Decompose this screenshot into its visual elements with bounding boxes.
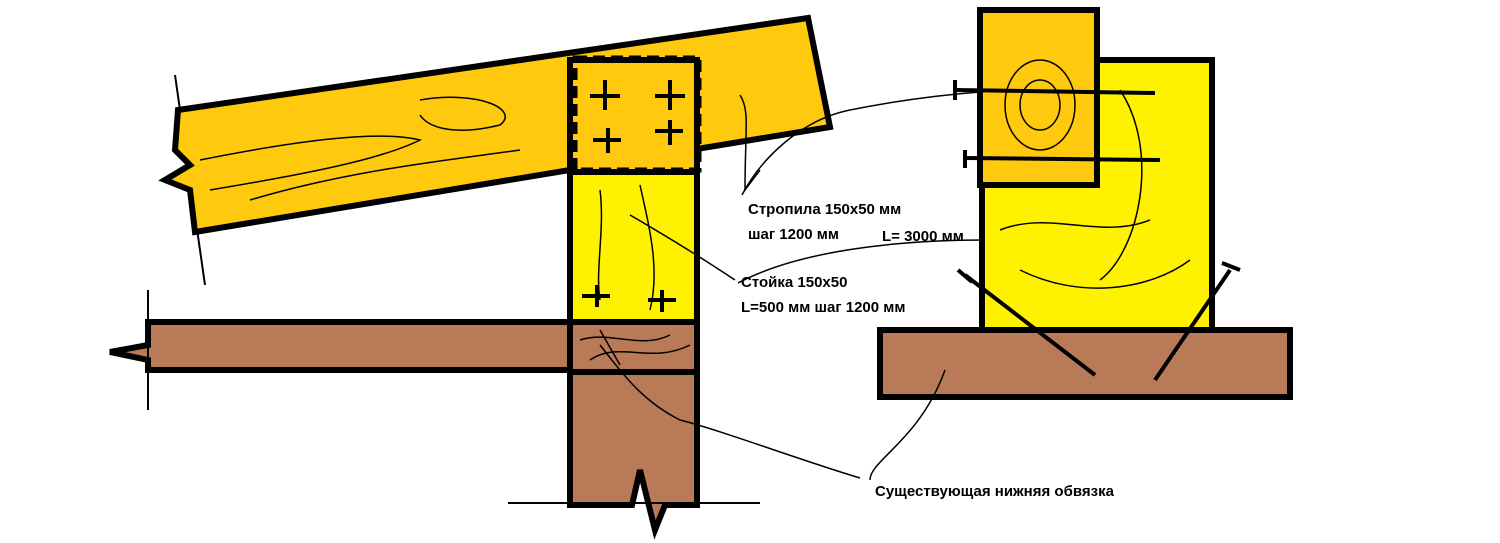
rafter-length-label: L= 3000 мм [882, 228, 964, 245]
dashed-outline [572, 55, 702, 173]
post-stoyka [567, 169, 700, 325]
rafter-label: Стропила 150х50 мм [748, 201, 901, 218]
rafter-step-label: шаг 1200 мм [748, 226, 839, 243]
lower-post [567, 369, 700, 540]
post-length-label: L=500 мм шаг 1200 мм [741, 299, 905, 316]
wood-grain [199, 94, 761, 311]
floor-joist [109, 319, 573, 373]
leader-lines [599, 91, 986, 481]
nails [582, 80, 685, 312]
rafter-section [977, 7, 1100, 188]
nails-right [953, 80, 1241, 382]
rafter-joint [567, 57, 700, 175]
existing-plate-label: Существующая нижняя обвязка [875, 483, 1115, 500]
existing-plate-section [567, 319, 700, 375]
post-label: Стойка 150х50 [741, 274, 847, 291]
existing-plate [877, 327, 1293, 400]
